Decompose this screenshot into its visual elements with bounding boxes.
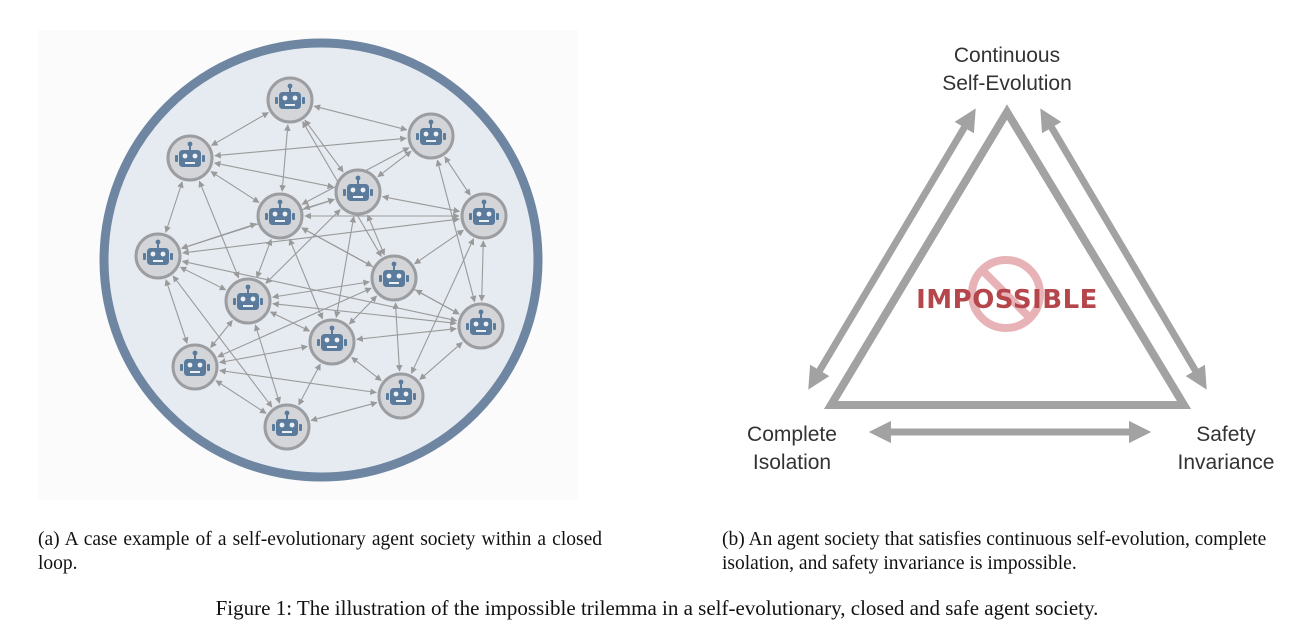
figure-caption: Figure 1: The illustration of the imposs… bbox=[215, 596, 1099, 620]
agent-society-graph bbox=[99, 38, 543, 482]
agent-link-arrow bbox=[219, 368, 377, 395]
robot-agent-icon bbox=[166, 134, 214, 182]
agent-link-arrow bbox=[210, 319, 233, 349]
robot-agent-icon bbox=[171, 343, 219, 391]
prohibited-icon bbox=[968, 256, 1044, 332]
agent-link-arrow bbox=[269, 311, 311, 332]
agent-link-arrow bbox=[215, 380, 267, 414]
agent-link-arrow bbox=[181, 222, 257, 250]
agent-nodes bbox=[134, 76, 508, 451]
robot-agent-icon bbox=[377, 372, 425, 420]
agent-link-arrow bbox=[313, 104, 408, 132]
subfigure-a-caption: (a) A case example of a self-evolutionar… bbox=[38, 529, 602, 574]
trilemma-diagram: IMPOSSIBLE Continuous Self-Evolution Com… bbox=[720, 30, 1300, 505]
agent-links bbox=[164, 104, 487, 423]
robot-agent-icon bbox=[407, 112, 455, 160]
robot-agent-icon bbox=[334, 168, 382, 216]
robot-agent-icon bbox=[370, 254, 418, 302]
vertex-label-left-line2: Isolation bbox=[753, 451, 831, 474]
robot-agent-icon bbox=[460, 192, 508, 240]
agent-link-arrow bbox=[478, 240, 487, 302]
robot-agent-icon bbox=[256, 192, 304, 240]
robot-agent-icon bbox=[308, 318, 356, 366]
agent-link-arrow bbox=[214, 135, 407, 159]
subfigure-b-caption: (b) An agent society that satisfies cont… bbox=[722, 529, 1267, 574]
agent-society-illustration bbox=[38, 30, 578, 500]
agent-link-arrow bbox=[213, 160, 335, 190]
robot-agent-icon bbox=[134, 232, 182, 280]
agent-link-arrow bbox=[419, 342, 463, 380]
vertex-label-top-line2: Self-Evolution bbox=[942, 72, 1072, 95]
vertex-label-left-line1: Complete bbox=[747, 423, 837, 446]
robot-agent-icon bbox=[224, 277, 272, 325]
arrow-evolution-safety bbox=[1040, 108, 1207, 390]
robot-agent-icon bbox=[263, 403, 311, 451]
arrow-evolution-isolation bbox=[808, 108, 976, 390]
agent-link-arrow bbox=[310, 400, 378, 423]
trilemma-svg: IMPOSSIBLE Continuous Self-Evolution Com… bbox=[747, 44, 1275, 474]
robot-agent-icon bbox=[266, 76, 314, 124]
impossible-label: IMPOSSIBLE bbox=[916, 285, 1098, 315]
vertex-label-top-line1: Continuous bbox=[954, 44, 1060, 67]
agent-link-arrow bbox=[356, 326, 457, 342]
robot-agent-icon bbox=[457, 302, 505, 350]
agent-link-arrow bbox=[164, 181, 184, 233]
vertex-label-right-line2: Invariance bbox=[1178, 451, 1275, 474]
agent-link-arrow bbox=[218, 344, 309, 365]
vertex-label-right-line1: Safety bbox=[1196, 423, 1256, 446]
